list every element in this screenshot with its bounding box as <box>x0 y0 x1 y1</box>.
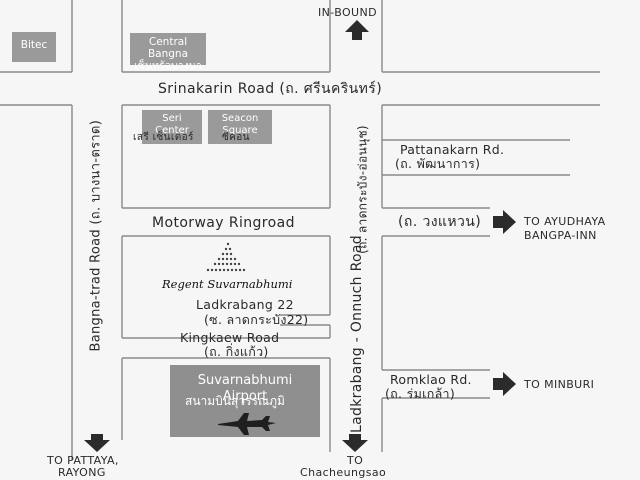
seacon-square-label: Seacon Square <box>221 113 259 136</box>
bitec-building: Bitec <box>12 32 56 62</box>
ladkrabang22-label: Ladkrabang 22 <box>196 297 294 312</box>
seacon-square-thai-label: ซีคอน <box>222 132 250 143</box>
seri-center-thai-label: เสรี เซ็นเตอร์ <box>133 132 194 143</box>
to-chacheungsao-label: TO <box>347 454 364 467</box>
arrow-right-icon <box>493 372 516 396</box>
bangna-trad-road-label: Bangna-trad Road (ถ. บางนา-ตราด) <box>88 119 104 352</box>
central-bangna-thai-label: เซ็นทรัลบางนา <box>134 60 202 73</box>
to-ayudhaya-label: TO AYUDHAYA <box>524 215 606 228</box>
romklao-road-label: Romklao Rd. <box>390 372 472 387</box>
inbound-label: IN-BOUND <box>318 6 378 19</box>
hotel-label: Regent Suvarnabhumi <box>162 277 293 291</box>
arrow-right-icon <box>493 210 516 234</box>
hotel-pagoda-icon <box>206 242 246 272</box>
to-minburi-label: TO MINBURI <box>524 378 595 391</box>
rayong-label: RAYONG <box>58 466 106 479</box>
seri-center-building: Seri Center <box>142 110 202 144</box>
kingkaew-road-label: Kingkaew Road <box>180 330 280 345</box>
airport-block: Suvarnabhumi Airport <box>170 365 320 437</box>
bangpa-inn-label: BANGPA-INN <box>524 229 597 242</box>
seacon-square-building: Seacon Square <box>208 110 272 144</box>
to-pattaya-label: TO PATTAYA, <box>47 454 119 467</box>
pattanakarn-thai-label: (ถ. พัฒนาการ) <box>395 156 481 171</box>
bitec-label: Bitec <box>20 39 48 51</box>
motorway-ringroad-label: Motorway Ringroad <box>152 215 295 231</box>
pattanakarn-road-label: Pattanakarn Rd. <box>400 142 505 157</box>
airport-thai-label: สนามบินสุวรรณภูมิ <box>185 394 285 408</box>
kingkaew-thai-label: (ถ. กิ่งแก้ว) <box>204 344 269 359</box>
motorway-thai-label: (ถ. วงแหวน) <box>398 214 482 230</box>
ladkrabang22-thai-label: (ซ. ลาดกระบัง22) <box>204 312 309 327</box>
srinakarin-road-label: Srinakarin Road (ถ. ศรีนครินทร์) <box>158 81 383 97</box>
arrow-down-icon <box>84 434 110 452</box>
arrow-down-icon <box>342 434 368 452</box>
airport-label: Suvarnabhumi Airport <box>197 373 293 404</box>
central-bangna-label: Central Bangna <box>147 36 189 61</box>
romklao-thai-label: (ถ. ร่มเกล้า) <box>385 386 456 401</box>
chacheungsao-label: Chacheungsao <box>300 466 387 479</box>
ladkrabang-onnuch-road-label: Ladkrabang - Onnuch Road <box>349 235 365 433</box>
seri-center-label: Seri Center <box>155 113 189 136</box>
central-bangna-building: Central Bangna เซ็นทรัลบางนา <box>130 33 206 72</box>
arrow-up-icon <box>345 20 369 40</box>
